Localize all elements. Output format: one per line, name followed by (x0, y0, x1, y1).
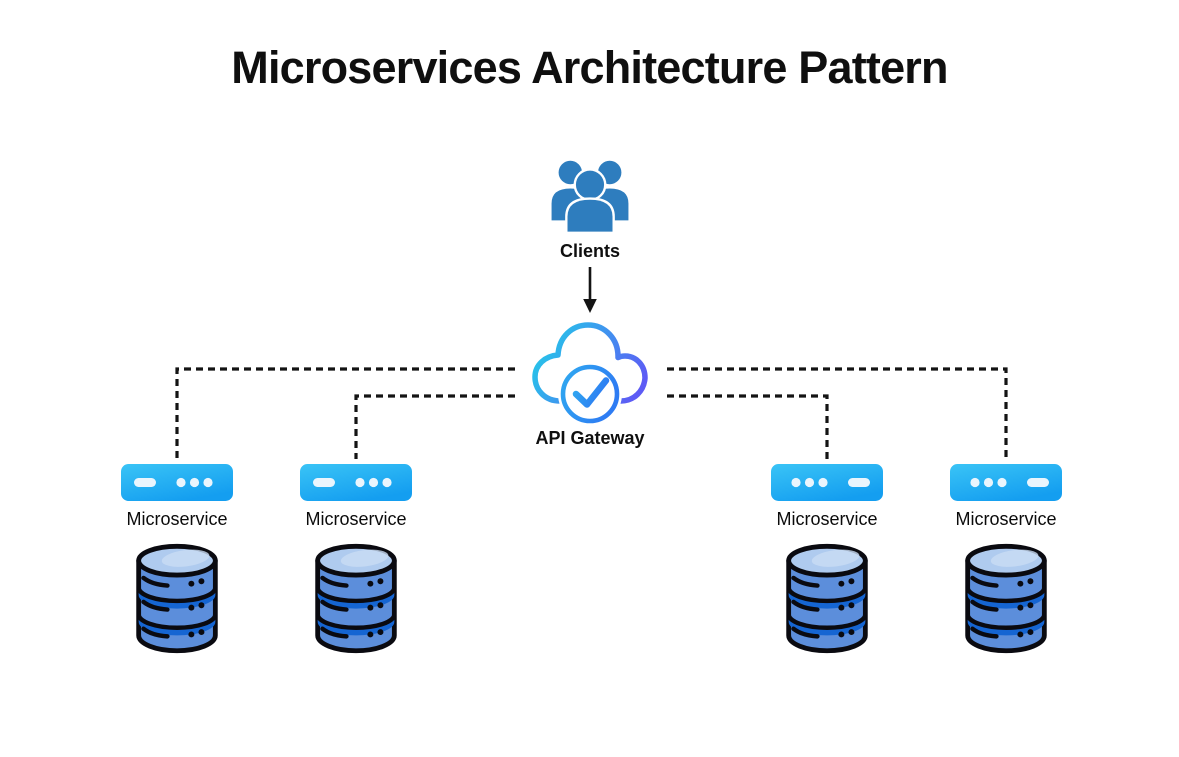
database-icon (131, 541, 223, 657)
database-icon (781, 541, 873, 657)
diagram-title: Microservices Architecture Pattern (231, 42, 948, 93)
server-icon (950, 464, 1062, 501)
check-icon (558, 362, 622, 426)
clients-label: Clients (559, 241, 620, 261)
microservice-label: Microservice (955, 509, 1057, 529)
api-gateway-label: API Gateway (535, 428, 645, 448)
users-group-icon (551, 160, 629, 234)
database-icon (310, 541, 402, 657)
microservice-label: Microservice (305, 509, 407, 529)
server-icon (121, 464, 233, 501)
cloud-check-icon (532, 322, 648, 426)
database-icon (960, 541, 1052, 657)
server-icon (300, 464, 412, 501)
arrow-down-icon (583, 267, 597, 313)
microservice-label: Microservice (126, 509, 228, 529)
server-icon (771, 464, 883, 501)
microservice-label: Microservice (776, 509, 878, 529)
